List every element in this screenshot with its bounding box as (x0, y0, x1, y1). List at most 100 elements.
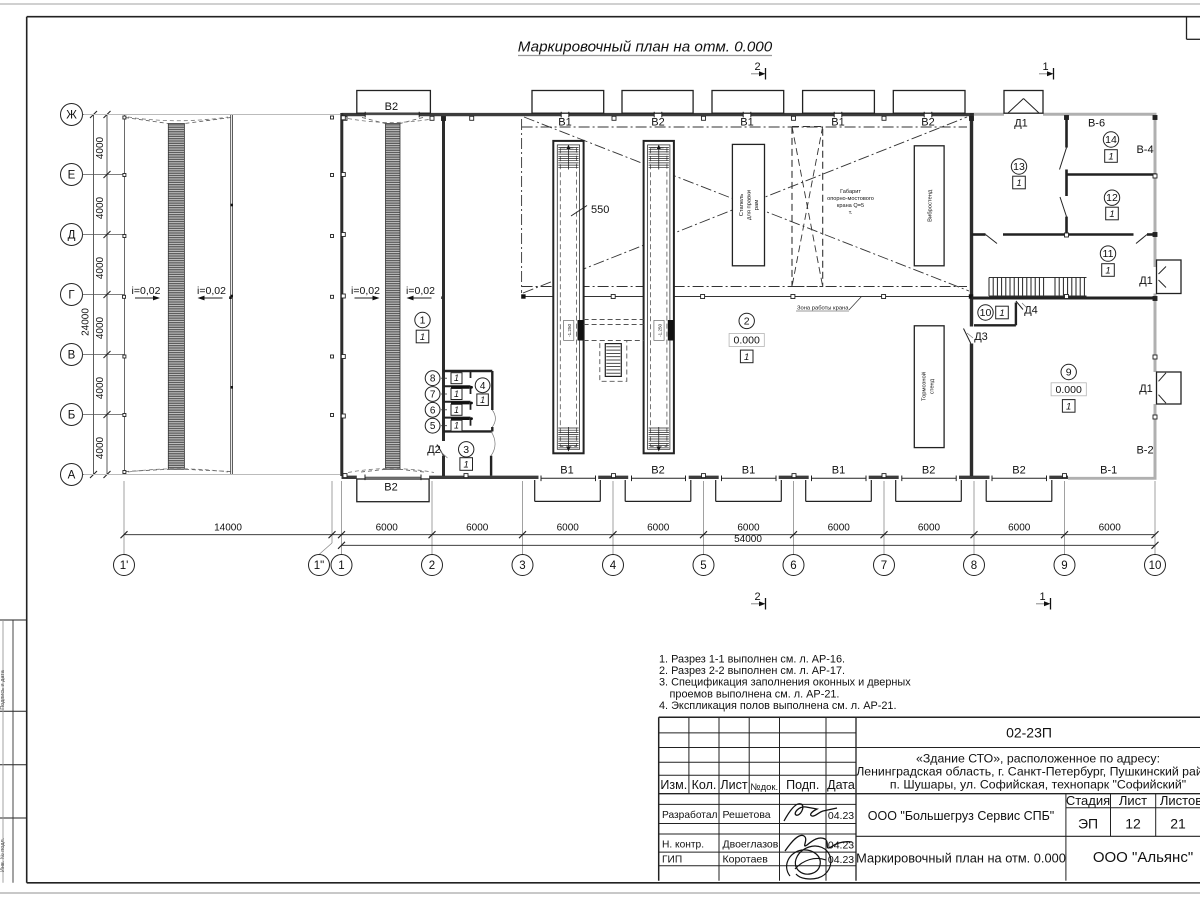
svg-text:В1: В1 (560, 465, 573, 477)
svg-text:В-1: В-1 (1100, 465, 1117, 477)
svg-text:10: 10 (1149, 560, 1162, 572)
svg-text:В1: В1 (742, 465, 755, 477)
svg-text:1: 1 (1066, 401, 1071, 412)
svg-text:Тормозной: Тормозной (921, 372, 928, 401)
svg-text:6000: 6000 (737, 523, 760, 534)
svg-text:4: 4 (480, 381, 486, 392)
svg-text:Д1: Д1 (1139, 383, 1153, 395)
svg-text:8: 8 (971, 560, 977, 572)
svg-text:Д: Д (68, 230, 76, 242)
svg-text:1: 1 (454, 389, 459, 399)
svg-text:1: 1 (480, 395, 485, 405)
svg-text:Маркировочный план на отм. 0.0: Маркировочный план на отм. 0.000 (856, 851, 1066, 866)
svg-text:3: 3 (519, 560, 525, 572)
svg-text:В-6: В-6 (1088, 118, 1105, 130)
svg-text:6000: 6000 (557, 523, 580, 534)
svg-text:4000: 4000 (95, 316, 106, 339)
svg-text:Кол.: Кол. (692, 778, 717, 792)
svg-text:2: 2 (744, 315, 750, 327)
svg-text:Лист: Лист (720, 778, 747, 792)
svg-text:14000: 14000 (214, 523, 242, 534)
svg-text:1: 1 (744, 352, 749, 363)
svg-text:Двоеглазов: Двоеглазов (723, 839, 779, 851)
svg-text:6000: 6000 (918, 523, 941, 534)
svg-text:4000: 4000 (95, 376, 106, 399)
svg-text:4: 4 (610, 560, 617, 572)
svg-text:6000: 6000 (828, 523, 851, 534)
svg-text:Коротаев: Коротаев (723, 854, 769, 866)
svg-text:2: 2 (429, 560, 435, 572)
svg-text:Вибростенд: Вибростенд (928, 189, 934, 222)
svg-text:9: 9 (1066, 366, 1072, 378)
svg-text:6000: 6000 (466, 523, 489, 534)
svg-text:1: 1 (454, 405, 459, 415)
svg-text:В-4: В-4 (1136, 144, 1153, 156)
svg-text:Д4: Д4 (1024, 305, 1038, 317)
svg-text:1: 1 (420, 314, 426, 326)
svg-text:опорно-мостового: опорно-мостового (827, 196, 874, 202)
svg-text:2: 2 (754, 591, 760, 603)
svg-text:4. Экспликация полов выполнена: 4. Экспликация полов выполнена см. л. АР… (659, 700, 897, 712)
svg-text:1: 1 (1016, 178, 1021, 189)
svg-text:550: 550 (591, 204, 609, 216)
svg-text:1: 1 (1109, 209, 1114, 220)
svg-text:Б: Б (68, 410, 76, 422)
svg-text:-1.250: -1.250 (658, 323, 663, 336)
svg-text:Изм.: Изм. (660, 778, 687, 792)
svg-text:рам: рам (754, 200, 760, 210)
svg-text:Ленинградская область, г. Санк: Ленинградская область, г. Санкт-Петербур… (856, 765, 1200, 779)
svg-text:7: 7 (430, 390, 436, 401)
svg-text:Дата: Дата (827, 778, 855, 792)
svg-text:В2: В2 (1012, 465, 1025, 477)
svg-text:1: 1 (338, 560, 344, 572)
svg-text:1: 1 (1042, 61, 1048, 73)
svg-text:02-23П: 02-23П (1006, 725, 1052, 741)
svg-text:Д1: Д1 (1139, 275, 1153, 287)
svg-text:1: 1 (454, 421, 459, 431)
svg-text:i=0,02: i=0,02 (406, 285, 435, 297)
svg-text:Инв. № подл.: Инв. № подл. (0, 837, 6, 872)
svg-text:12: 12 (1106, 192, 1118, 204)
svg-text:В2: В2 (651, 117, 664, 129)
svg-text:Стадия: Стадия (1066, 793, 1110, 808)
svg-text:№док.: №док. (750, 782, 778, 793)
svg-text:0.000: 0.000 (1056, 384, 1082, 396)
svg-text:«Здание СТО», расположенное по: «Здание СТО», расположенное по адресу: (916, 752, 1160, 766)
svg-text:В1: В1 (740, 117, 753, 129)
svg-text:i=0,02: i=0,02 (132, 285, 161, 297)
svg-text:5: 5 (430, 421, 436, 432)
svg-text:стенд: стенд (930, 378, 936, 394)
svg-text:1: 1 (999, 308, 1004, 319)
svg-text:9: 9 (1061, 560, 1067, 572)
svg-text:А: А (68, 470, 76, 482)
svg-text:В2: В2 (921, 117, 934, 129)
svg-text:ГИП: ГИП (662, 855, 682, 866)
svg-text:Е: Е (68, 170, 76, 182)
svg-text:1. Разрез 1-1 выполнен см. л.: 1. Разрез 1-1 выполнен см. л. АР-16. (659, 654, 845, 666)
svg-text:проемов выполнена см. л. АР-21: проемов выполнена см. л. АР-21. (670, 688, 840, 700)
svg-text:Д3: Д3 (974, 331, 988, 343)
svg-text:3: 3 (463, 444, 469, 456)
svg-text:п. Шушары, ул. Софийская, техн: п. Шушары, ул. Софийская, технопарк "Соф… (890, 778, 1186, 792)
svg-text:крана Q=5: крана Q=5 (837, 203, 864, 209)
svg-text:В2: В2 (384, 482, 397, 494)
svg-text:6000: 6000 (376, 523, 399, 534)
svg-text:Н. контр.: Н. контр. (662, 840, 704, 851)
svg-text:8: 8 (430, 374, 436, 385)
svg-text:2: 2 (754, 61, 760, 73)
svg-text:т.: т. (849, 210, 853, 216)
svg-text:1: 1 (464, 459, 469, 470)
svg-text:11: 11 (1103, 248, 1114, 260)
svg-text:Решетова: Решетова (723, 809, 771, 821)
svg-text:21: 21 (1170, 816, 1186, 832)
svg-text:В-2: В-2 (1136, 445, 1153, 457)
svg-text:i=0,02: i=0,02 (351, 285, 380, 297)
svg-text:Д1: Д1 (1014, 118, 1028, 130)
svg-text:Лист: Лист (1119, 793, 1147, 808)
svg-text:В2: В2 (651, 465, 664, 477)
svg-text:Зона работы крана: Зона работы крана (797, 306, 849, 312)
svg-text:4000: 4000 (95, 136, 106, 159)
svg-text:0.000: 0.000 (734, 335, 760, 347)
svg-text:1: 1 (1108, 151, 1113, 162)
svg-text:Подп.: Подп. (786, 778, 819, 792)
